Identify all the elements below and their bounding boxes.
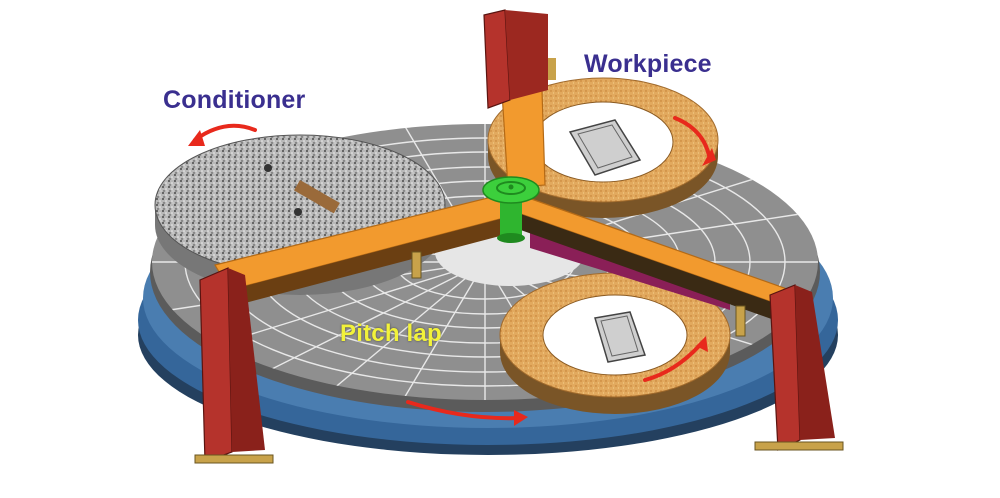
pillar-left — [194, 267, 274, 464]
workpiece-bottom-rotation-arrow — [643, 343, 702, 382]
central-hub — [482, 176, 540, 243]
conditioner-bar — [294, 180, 340, 214]
arm-bolt — [411, 251, 422, 279]
pitch-lap-label: Pitch lap — [340, 320, 442, 347]
workpiece-label: Workpiece — [584, 50, 712, 78]
pillar-right — [735, 284, 844, 451]
workpiece-sample-bottom — [594, 311, 646, 363]
workpiece-ring-top — [487, 77, 719, 218]
lap-rotation-arrow — [406, 400, 522, 421]
conditioner-rotation-arrow — [193, 123, 257, 142]
workpiece-sample-top — [568, 119, 642, 176]
pillar-top — [483, 9, 556, 109]
conditioner-label: Conditioner — [163, 86, 306, 114]
